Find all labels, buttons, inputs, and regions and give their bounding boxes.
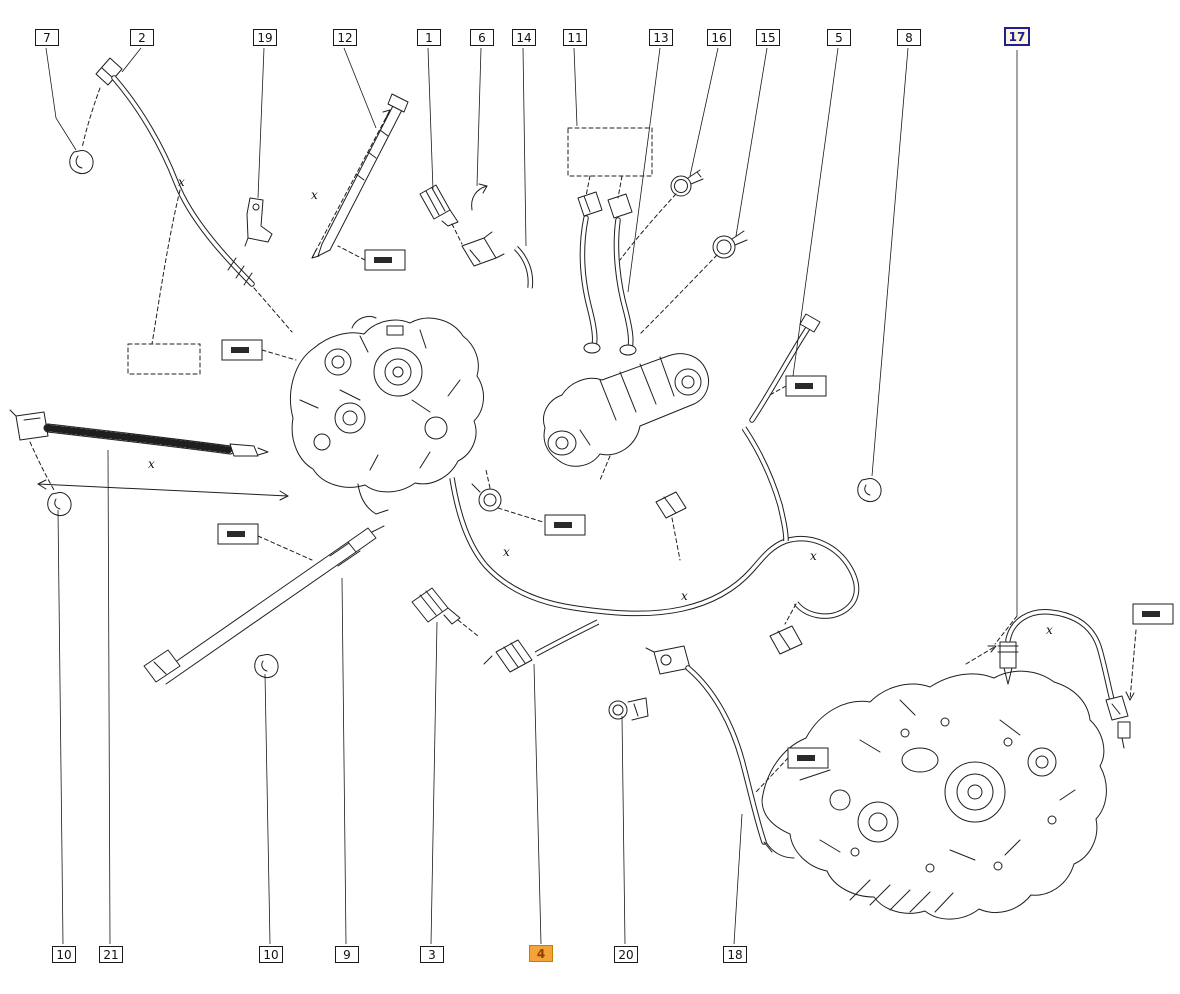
part-11-hoses-group bbox=[567, 127, 653, 356]
part-1-sensor bbox=[419, 184, 505, 267]
dashed-reference-box bbox=[127, 343, 297, 375]
engine-center-drawing bbox=[543, 353, 709, 481]
part-18-sensor-group bbox=[645, 645, 789, 853]
part-15-clamp bbox=[639, 230, 748, 335]
callout-10-right[interactable]: 10 bbox=[259, 946, 283, 963]
callout-13[interactable]: 13 bbox=[649, 29, 673, 46]
leader-lines bbox=[45, 47, 1018, 945]
part-7-clip bbox=[69, 150, 94, 175]
callout-9[interactable]: 9 bbox=[335, 946, 359, 963]
part-20-clamp bbox=[608, 697, 649, 721]
x-annotation: x bbox=[681, 589, 688, 603]
x-annotation: x bbox=[503, 545, 510, 559]
part-6-direction-arrow bbox=[471, 183, 488, 211]
part-9-sensor-group bbox=[143, 525, 385, 685]
part-21-sensor-group bbox=[9, 409, 289, 501]
part-3-sensor bbox=[411, 587, 479, 637]
callout-19[interactable]: 19 bbox=[253, 29, 277, 46]
part-4-sensor bbox=[483, 639, 533, 673]
part-10-clip-left bbox=[47, 492, 72, 517]
x-annotations: x x x x x x x bbox=[148, 175, 1053, 637]
part-14-hose bbox=[513, 246, 534, 289]
x-annotation: x bbox=[810, 549, 817, 563]
label-boxes bbox=[217, 249, 1174, 769]
gearbox-drawing bbox=[761, 670, 1107, 920]
callout-3[interactable]: 3 bbox=[420, 946, 444, 963]
callout-4-highlighted[interactable]: 4 bbox=[529, 945, 553, 962]
x-annotation: x bbox=[148, 457, 155, 471]
callout-18[interactable]: 18 bbox=[723, 946, 747, 963]
part-10-clip-right bbox=[254, 654, 279, 679]
part-17-sensor-group bbox=[965, 609, 1137, 749]
callout-8[interactable]: 8 bbox=[897, 29, 921, 46]
callout-17-highlighted[interactable]: 17 bbox=[1004, 27, 1030, 46]
callout-12[interactable]: 12 bbox=[333, 29, 357, 46]
callout-1[interactable]: 1 bbox=[417, 29, 441, 46]
part-16-clamp bbox=[619, 169, 704, 261]
callout-7[interactable]: 7 bbox=[35, 29, 59, 46]
callout-21[interactable]: 21 bbox=[99, 946, 123, 963]
harness-pipes bbox=[449, 426, 860, 657]
callout-16[interactable]: 16 bbox=[707, 29, 731, 46]
callout-20[interactable]: 20 bbox=[614, 946, 638, 963]
part-12-sensor bbox=[311, 93, 409, 261]
callout-2[interactable]: 2 bbox=[130, 29, 154, 46]
part-5-pipe bbox=[749, 313, 821, 423]
callout-15[interactable]: 15 bbox=[756, 29, 780, 46]
engine-left-drawing bbox=[290, 315, 484, 515]
callout-10-left[interactable]: 10 bbox=[52, 946, 76, 963]
callout-6[interactable]: 6 bbox=[470, 29, 494, 46]
callout-5[interactable]: 5 bbox=[827, 29, 851, 46]
part-8-clip bbox=[857, 478, 882, 503]
x-annotation: x bbox=[311, 188, 318, 202]
x-annotation: x bbox=[1046, 623, 1053, 637]
part-19-bracket bbox=[244, 197, 273, 247]
callout-14[interactable]: 14 bbox=[512, 29, 536, 46]
x-annotation: x bbox=[178, 175, 185, 189]
part-2-sensor bbox=[81, 57, 293, 345]
callout-11[interactable]: 11 bbox=[563, 29, 587, 46]
